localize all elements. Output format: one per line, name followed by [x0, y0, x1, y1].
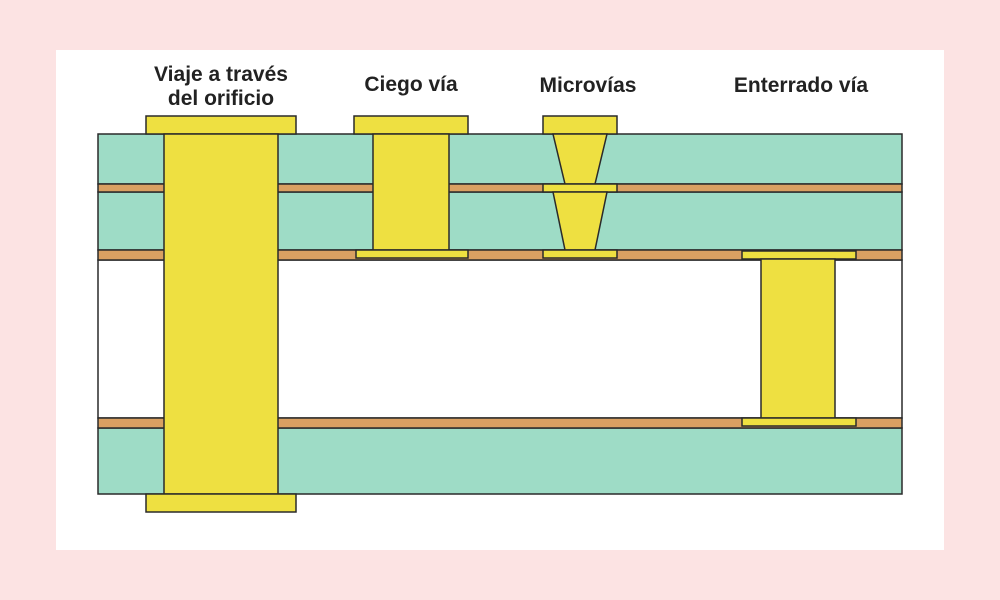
blind-via-top-pad	[353, 115, 469, 135]
through-hole-via-label: Viaje a través del orificio	[130, 63, 312, 111]
buried-via-label: Enterrado vía	[733, 74, 869, 97]
through-hole-via-label-line1: Viaje a través	[154, 63, 288, 86]
through-hole-via-top-pad	[145, 115, 297, 135]
microvia-label: Microvías	[539, 74, 637, 97]
copper-trace-3	[97, 417, 903, 429]
blind-via-label: Ciego vía	[364, 73, 458, 96]
microvia-bottom-pad	[542, 249, 618, 259]
blind-via-barrel	[372, 133, 450, 251]
microvia-middle-pad	[542, 183, 618, 193]
through-hole-via-label-line2: del orificio	[167, 87, 275, 110]
through-hole-via-bottom-pad	[145, 493, 297, 513]
buried-via-bottom-pad	[741, 417, 857, 427]
copper-trace-1	[97, 183, 903, 193]
buried-via-top-pad	[741, 250, 857, 260]
copper-trace-2	[97, 249, 903, 261]
through-hole-via-barrel	[163, 133, 279, 495]
microvia-top-pad	[542, 115, 618, 135]
blind-via-bottom-pad	[355, 249, 469, 259]
buried-via-barrel	[760, 258, 836, 419]
